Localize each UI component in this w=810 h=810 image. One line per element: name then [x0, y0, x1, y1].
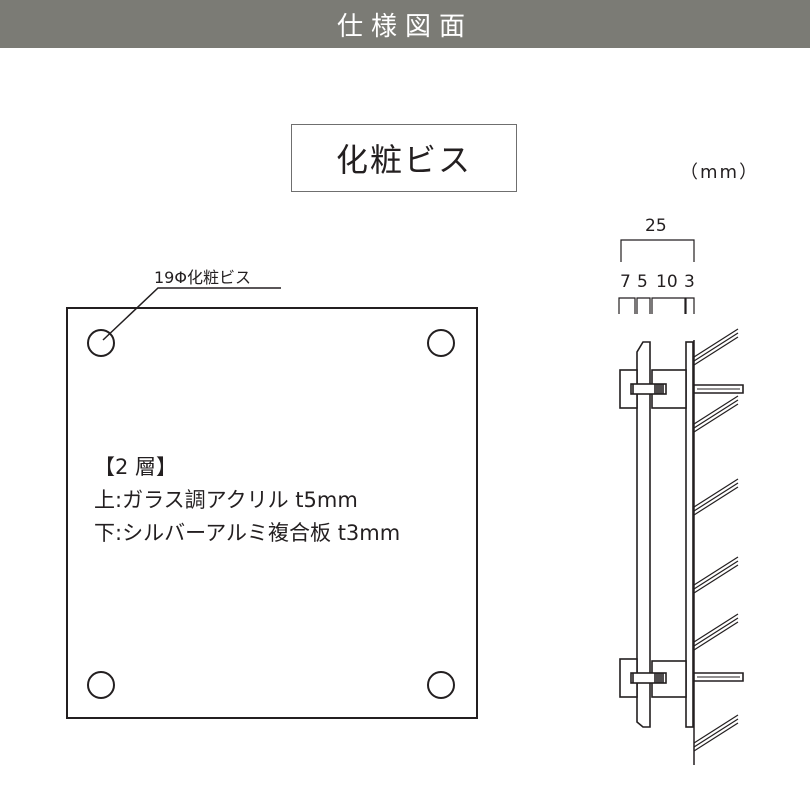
- panel-front-view: [66, 307, 478, 719]
- screw-hole-bottom-left: [87, 671, 115, 699]
- wall-hatching: [693, 328, 739, 752]
- screw-assembly-top: [619, 369, 744, 409]
- dimension-segment-2: 5: [637, 272, 648, 292]
- screw-hole-top-right: [427, 329, 455, 357]
- header-title: 仕様図面: [336, 11, 473, 42]
- product-label: 化粧ビス: [335, 141, 472, 179]
- dimension-segment-4: 3: [684, 272, 695, 292]
- dimension-segment-3: 10: [656, 272, 678, 292]
- bottom-layer-spec: 下:シルバーアルミ複合板 t3mm: [94, 521, 401, 545]
- product-label-box: 化粧ビス: [291, 124, 517, 192]
- screw-assembly-bottom: [619, 658, 744, 698]
- dimension-total: 25: [645, 216, 667, 236]
- dimension-lines: [618, 239, 695, 314]
- acrylic-layer: [636, 341, 651, 728]
- screw-callout-label: 19Φ化粧ビス: [154, 268, 251, 287]
- screw-hole-top-left: [87, 329, 115, 357]
- unit-label: （mm）: [680, 162, 760, 183]
- aluminium-layer: [685, 341, 694, 728]
- callout-leader-line: [102, 287, 281, 341]
- screw-hole-bottom-right: [427, 671, 455, 699]
- dimension-segment-1: 7: [620, 272, 631, 292]
- layer-heading: 【2 層】: [94, 455, 178, 479]
- top-layer-spec: 上:ガラス調アクリル t5mm: [94, 488, 358, 512]
- header-bar: 仕様図面: [0, 0, 810, 48]
